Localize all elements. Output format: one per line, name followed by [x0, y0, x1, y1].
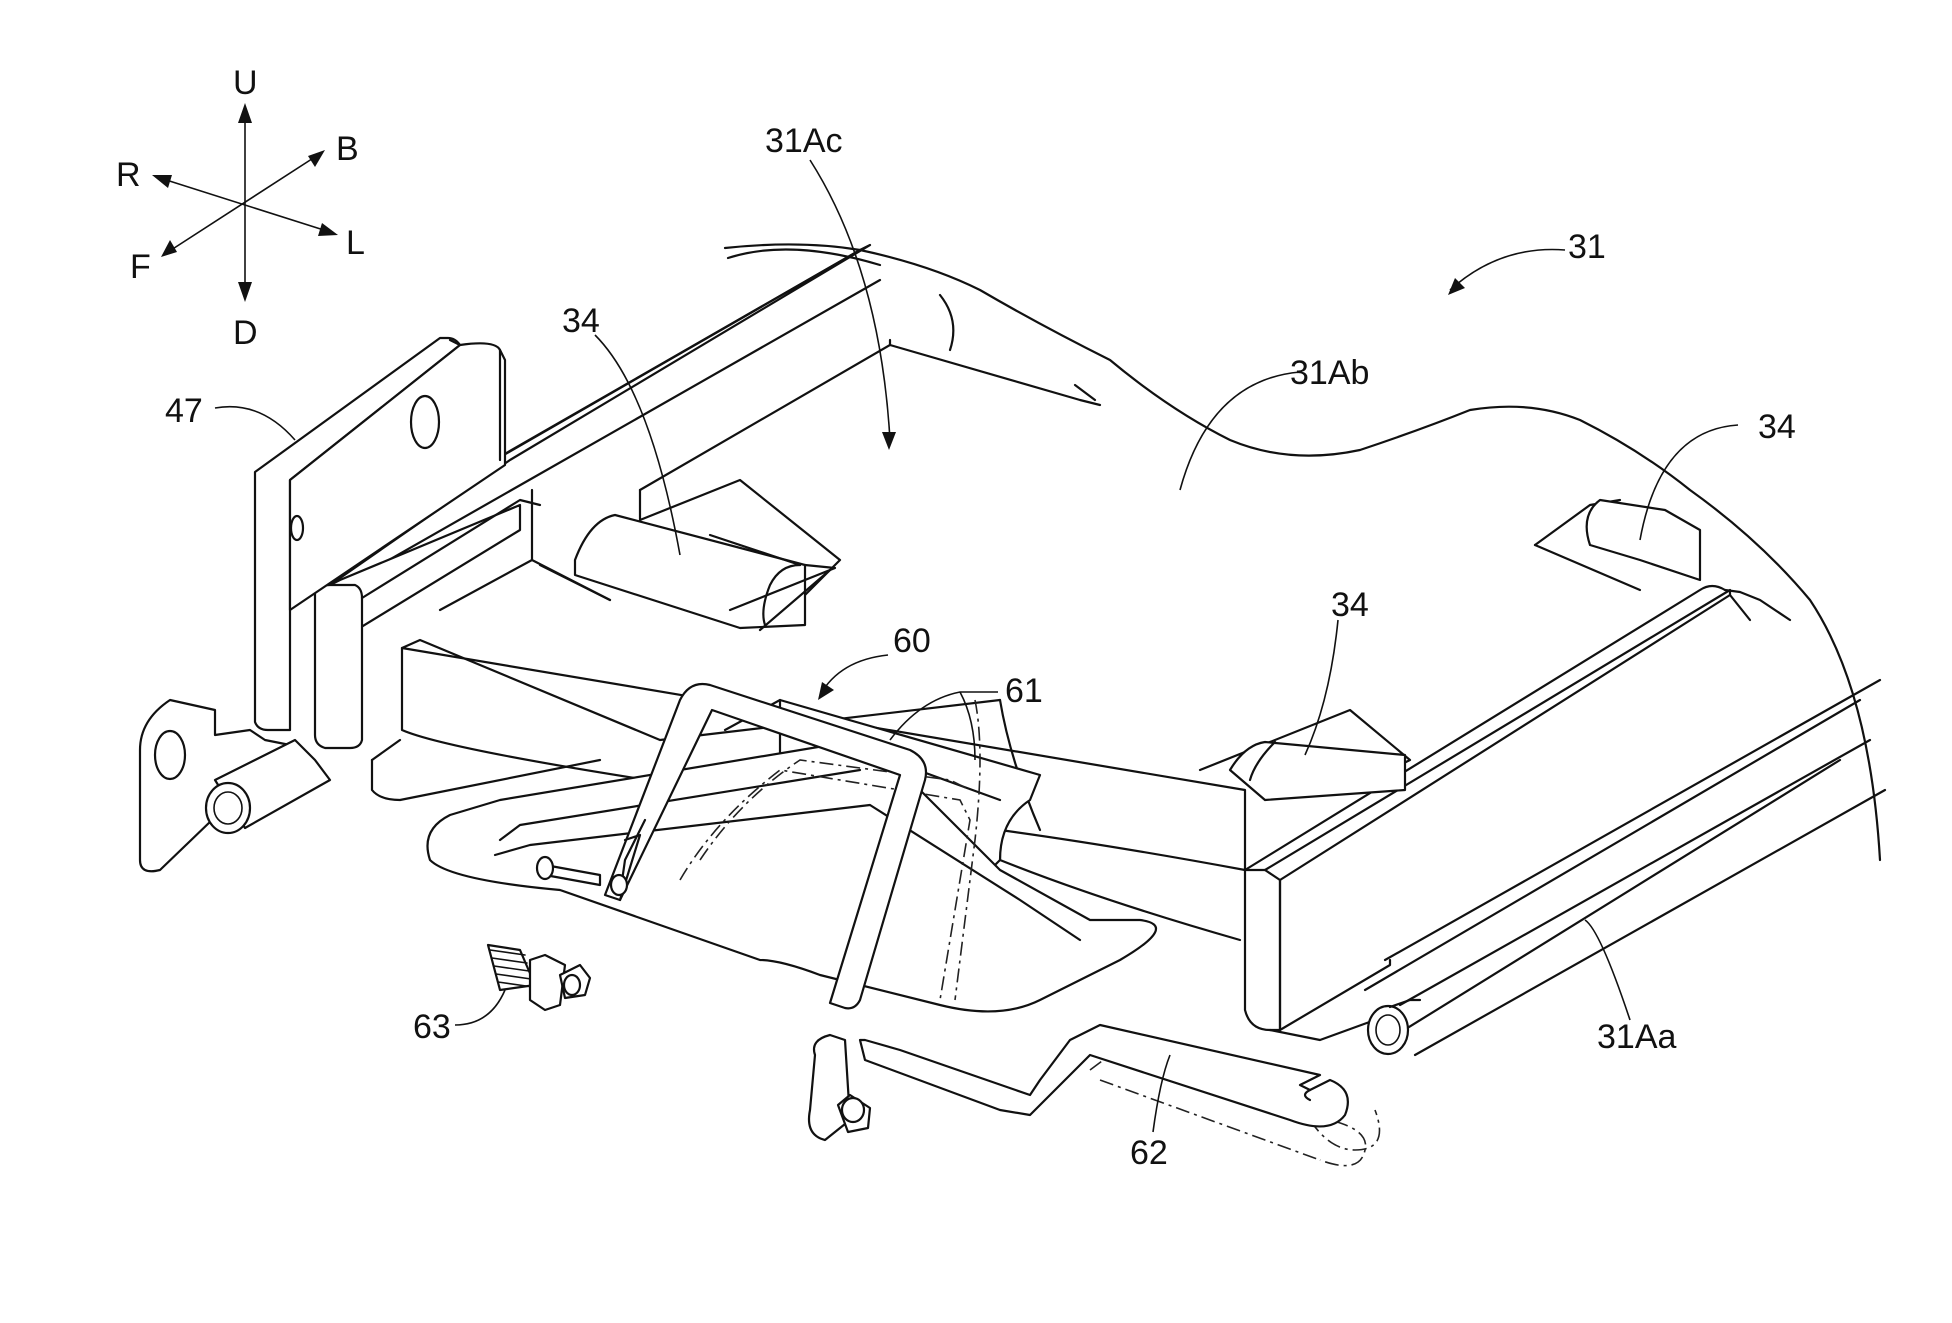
spring-63	[486, 943, 592, 1012]
seat-frame-drawing	[138, 159, 1887, 1167]
direction-compass: U D B F R L	[116, 64, 365, 352]
label-47: 47	[165, 392, 203, 430]
compass-back-label: B	[336, 130, 359, 168]
label-31Aa: 31Aa	[1597, 1018, 1676, 1056]
label-34-left: 34	[562, 302, 600, 340]
label-31Ab: 31Ab	[1290, 354, 1369, 392]
label-34-middle: 34	[1331, 586, 1369, 624]
label-31Ac: 31Ac	[765, 122, 843, 160]
label-63: 63	[413, 1008, 451, 1046]
compass-right-label: R	[116, 156, 141, 194]
label-31: 31	[1568, 228, 1606, 266]
compass-left-label: L	[346, 224, 365, 262]
label-61: 61	[1005, 672, 1043, 710]
label-60: 60	[893, 622, 931, 660]
label-62: 62	[1130, 1134, 1168, 1172]
compass-down-label: D	[233, 314, 258, 352]
compass-up-label: U	[233, 64, 258, 102]
label-34-right: 34	[1758, 408, 1796, 446]
compass-front-label: F	[130, 248, 151, 286]
